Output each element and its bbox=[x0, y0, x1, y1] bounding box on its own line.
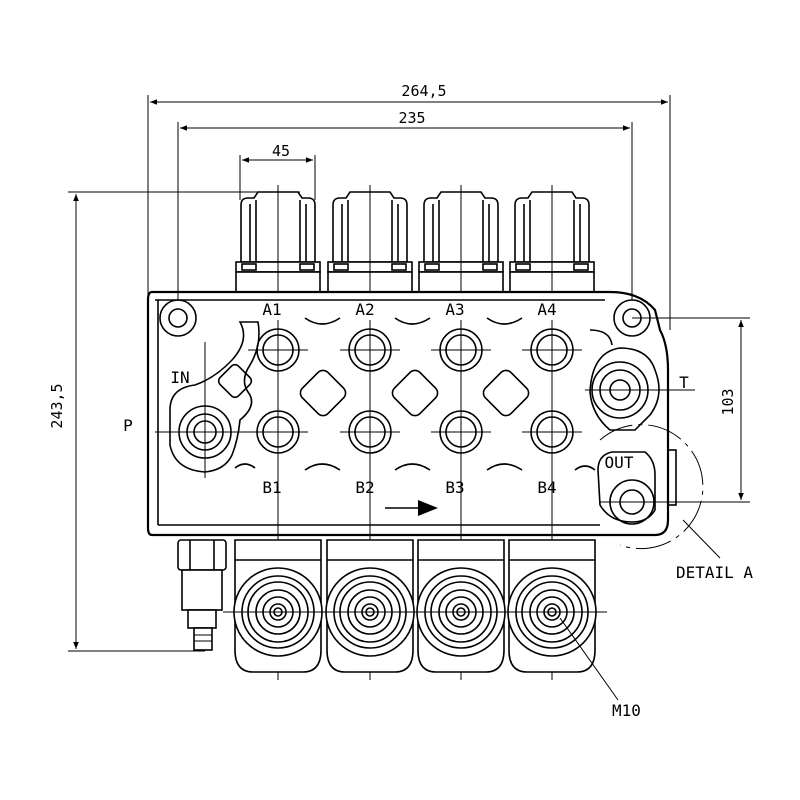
spool-caps bbox=[235, 185, 595, 293]
port-label-a4: A4 bbox=[537, 300, 556, 319]
port-label-a1: A1 bbox=[262, 300, 281, 319]
dim-hole-spacing: 235 bbox=[398, 109, 425, 127]
lever-handle-1 bbox=[223, 539, 333, 673]
center-lines bbox=[155, 342, 695, 503]
relief-valve-fitting bbox=[177, 539, 227, 651]
port-label-pressure: P bbox=[123, 416, 133, 435]
dimension-lines bbox=[68, 95, 750, 652]
lever-handle-2 bbox=[315, 539, 425, 673]
port-label-a2: A2 bbox=[355, 300, 374, 319]
port-label-b3: B3 bbox=[445, 478, 464, 497]
flow-arrow bbox=[385, 500, 438, 516]
port-label-b4: B4 bbox=[537, 478, 556, 497]
lever-handle-3 bbox=[406, 539, 516, 673]
callout-detail: DETAIL A bbox=[676, 563, 753, 582]
spool-cap-2 bbox=[327, 185, 413, 293]
callout-thread: M10 bbox=[612, 701, 641, 720]
port-label-inlet: IN bbox=[170, 368, 189, 387]
leader-lines bbox=[559, 519, 721, 701]
spool-cap-3 bbox=[418, 185, 504, 293]
spool-cap-4 bbox=[509, 185, 595, 293]
port-label-a3: A3 bbox=[445, 300, 464, 319]
port-label-tank: T bbox=[679, 373, 689, 392]
port-label-outlet: OUT bbox=[605, 453, 634, 472]
port-label-b2: B2 bbox=[355, 478, 374, 497]
lever-handle-4 bbox=[497, 539, 607, 673]
lever-handles bbox=[223, 539, 607, 673]
port-label-b1: B1 bbox=[262, 478, 281, 497]
dim-overall-height: 243,5 bbox=[48, 383, 66, 428]
port-labels: A1 A2 A3 A4 B1 B2 B3 B4 IN P T OUT DETAI… bbox=[123, 300, 753, 720]
spool-cap-1 bbox=[235, 185, 321, 293]
dim-port-spacing: 103 bbox=[719, 388, 737, 415]
dim-overall-width: 264,5 bbox=[401, 82, 446, 100]
dim-spool-pitch: 45 bbox=[272, 142, 290, 160]
